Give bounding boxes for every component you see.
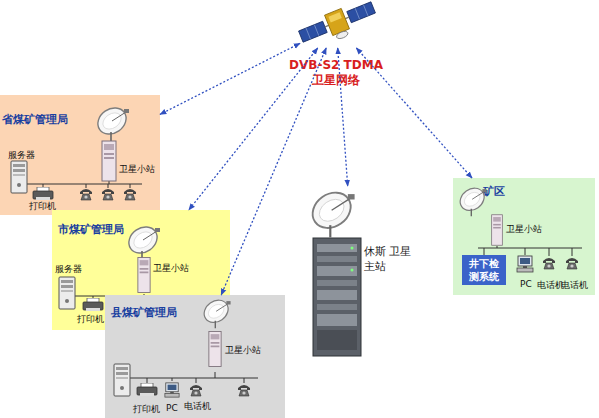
device-label: 打印机 bbox=[133, 403, 160, 416]
satellite-link bbox=[189, 48, 318, 210]
node-text: 休斯 卫星主站 bbox=[364, 244, 414, 274]
satellite-link bbox=[160, 43, 300, 114]
dish-antenna bbox=[306, 185, 358, 237]
device-label: 打印机 bbox=[77, 313, 104, 326]
node-text: 矿区 bbox=[483, 184, 505, 199]
device-label: 服务器 bbox=[8, 149, 35, 162]
device-label: PC bbox=[166, 403, 178, 413]
node-text: 井下检测系统 bbox=[466, 257, 502, 283]
device-label: 电话机 bbox=[537, 279, 564, 292]
device-label: 卫星小站 bbox=[119, 163, 155, 176]
device-label: 卫星小站 bbox=[225, 344, 261, 357]
device-label: 电话机 bbox=[561, 279, 588, 292]
equipment-rack bbox=[313, 238, 361, 356]
satellite-link bbox=[221, 48, 326, 295]
satellite-node: DVB-S2 TDMA 卫星网络 bbox=[300, 2, 372, 48]
node-text: 市煤矿管理局 bbox=[58, 222, 124, 237]
system-box: 井下检测系统 bbox=[462, 255, 506, 285]
region-panel: 矿区井下检测系统 bbox=[453, 178, 595, 295]
device-label: PC bbox=[520, 279, 532, 289]
node-text: 县煤矿管理局 bbox=[111, 305, 177, 320]
device-label: 卫星小站 bbox=[506, 223, 542, 236]
region-panel: 县煤矿管理局 bbox=[105, 295, 285, 418]
device-label: 卫星小站 bbox=[153, 262, 189, 275]
master-station-node: 休斯 卫星主站 bbox=[306, 186, 402, 358]
device-label: 电话机 bbox=[184, 400, 211, 413]
satellite-symbol bbox=[297, 0, 380, 52]
node-text: 省煤矿管理局 bbox=[2, 112, 68, 127]
node-text: DVB-S2 TDMA 卫星网络 bbox=[286, 58, 386, 88]
master-station bbox=[306, 185, 361, 356]
device-label: 服务器 bbox=[55, 263, 82, 276]
